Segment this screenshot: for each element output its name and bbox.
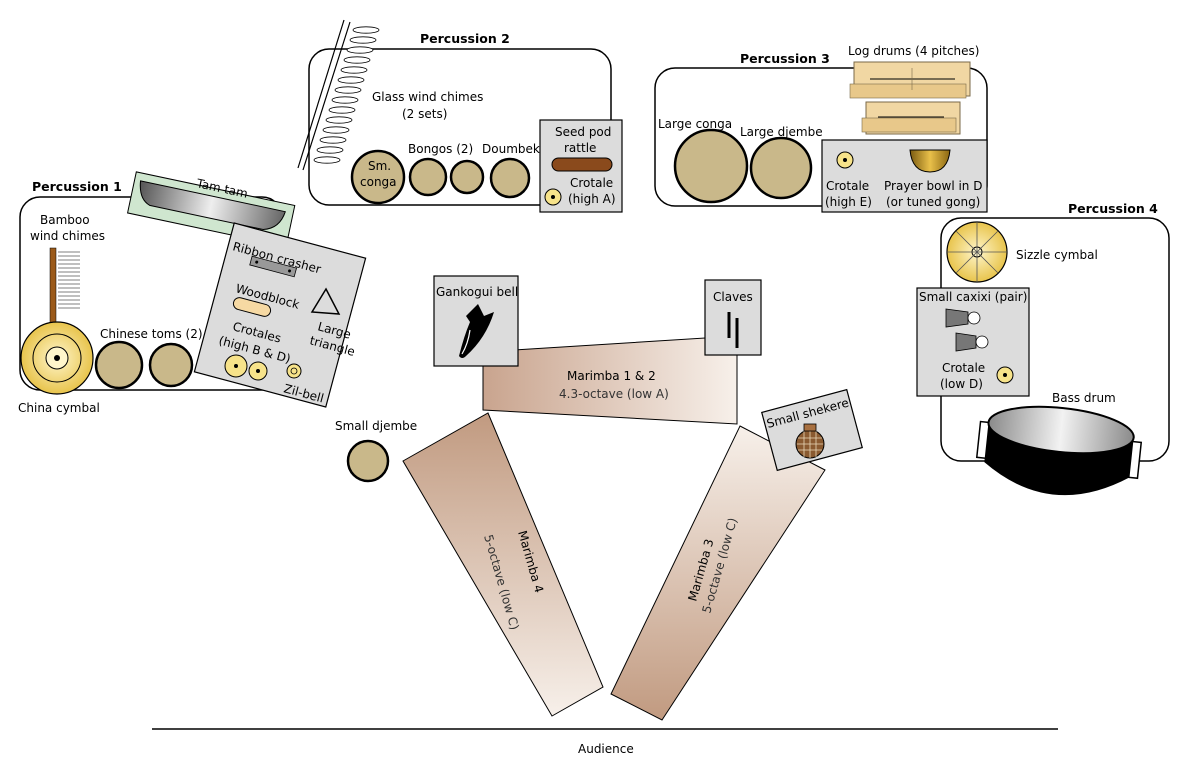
small-djembe-label: Small djembe [335, 419, 417, 433]
crotales-icon [224, 354, 268, 381]
claves-panel [704, 279, 762, 356]
prayer-bowl-label-2: (or tuned gong) [886, 195, 980, 209]
prayer-bowl-icon [909, 149, 951, 173]
percussion-2-title: Percussion 2 [420, 31, 510, 46]
ribbon-crasher-icon [249, 255, 298, 278]
glass-chimes-label-1: Glass wind chimes [372, 90, 483, 104]
percussion-1: Percussion 1 Tam tam Bamboo wind chimes [18, 171, 367, 415]
gankogui-bell-icon [459, 304, 494, 358]
marimba-4-body [402, 412, 604, 717]
seed-pod-label-2: rattle [564, 141, 596, 155]
claves-label: Claves [713, 290, 753, 304]
percussion-1-title: Percussion 1 [32, 179, 122, 194]
crotale-high-a-label-2: (high A) [568, 192, 616, 206]
bamboo-chimes-label-1: Bamboo [40, 213, 90, 227]
marimba-1-2-body [482, 335, 738, 425]
percussion-3-panel [821, 139, 988, 213]
small-conga-label-2: conga [360, 175, 397, 189]
large-djembe-label: Large djembe [740, 125, 823, 139]
percussion-4-title: Percussion 4 [1068, 201, 1158, 216]
gankogui-label: Gankogui bell [436, 285, 518, 299]
percussion-3: Percussion 3 Log drums (4 pitches) Large… [654, 44, 988, 213]
percussion-4: Percussion 4 Sizzle cymbal Small caxixi … [916, 201, 1170, 496]
caxixi-label: Small caxixi (pair) [919, 290, 1027, 304]
gankogui-bell-highlight [461, 329, 471, 355]
log-drum-upper [849, 61, 971, 99]
sizzle-cymbal-label: Sizzle cymbal [1016, 248, 1098, 262]
chinese-toms-label: Chinese toms (2) [100, 327, 203, 341]
percussion-3-area [654, 67, 988, 207]
crotale-high-e-label-1: Crotale [826, 179, 869, 193]
seed-pod-rattle-icon [551, 157, 613, 172]
doumbek-label: Doumbek [482, 142, 540, 156]
sizzle-cymbal-icon [946, 221, 1008, 283]
glass-chimes-icon [297, 19, 380, 171]
center-group: Marimba 1 & 2 4.3-octave (low A) Gankogu… [335, 275, 864, 721]
bongos-label: Bongos (2) [408, 142, 473, 156]
bamboo-chimes-icon [49, 247, 80, 325]
crotale-high-e-label-2: (high E) [825, 195, 872, 209]
log-drum-lower [861, 101, 961, 135]
zil-bell-icon [286, 363, 302, 379]
percussion-3-title: Percussion 3 [740, 51, 830, 66]
marimba-1-2-range: 4.3-octave (low A) [559, 387, 669, 401]
woodblock-icon [232, 297, 272, 317]
seed-pod-label-1: Seed pod [555, 125, 611, 139]
small-shekere-icon [795, 423, 825, 459]
prayer-bowl-label-1: Prayer bowl in D [884, 179, 982, 193]
crotale-high-a-icon [544, 188, 562, 206]
percussion-2: Percussion 2 Glass wind ch [297, 19, 623, 213]
crotale-high-a-label-1: Crotale [570, 176, 613, 190]
glass-chimes-label-2: (2 sets) [402, 107, 447, 121]
crotale-low-d-icon [996, 366, 1014, 384]
chinese-tom-1 [94, 340, 144, 390]
china-cymbal-label: China cymbal [18, 401, 100, 415]
bass-drum-icon [975, 405, 1143, 496]
china-cymbal-icon [20, 321, 94, 395]
large-conga [673, 128, 749, 204]
large-djembe [749, 136, 813, 200]
bongo-1 [408, 157, 448, 197]
audience-label: Audience [578, 742, 634, 756]
large-conga-label: Large conga [658, 117, 732, 131]
bamboo-chimes-label-2: wind chimes [30, 229, 105, 243]
small-conga-label-1: Sm. [368, 159, 391, 173]
chinese-tom-2 [148, 342, 194, 388]
small-conga [350, 149, 406, 205]
bass-drum-label: Bass drum [1052, 391, 1116, 405]
marimba-1-2-name: Marimba 1 & 2 [567, 369, 656, 383]
crotale-high-e-icon [836, 151, 854, 169]
bongo-2 [449, 159, 485, 195]
triangle-icon [310, 287, 341, 315]
log-drums-label: Log drums (4 pitches) [848, 44, 979, 58]
caxixi-icon [945, 308, 989, 352]
crotale-low-d-label-2: (low D) [940, 377, 983, 391]
crotale-low-d-label-1: Crotale [942, 361, 985, 375]
small-djembe [346, 439, 390, 483]
doumbek [489, 157, 531, 199]
